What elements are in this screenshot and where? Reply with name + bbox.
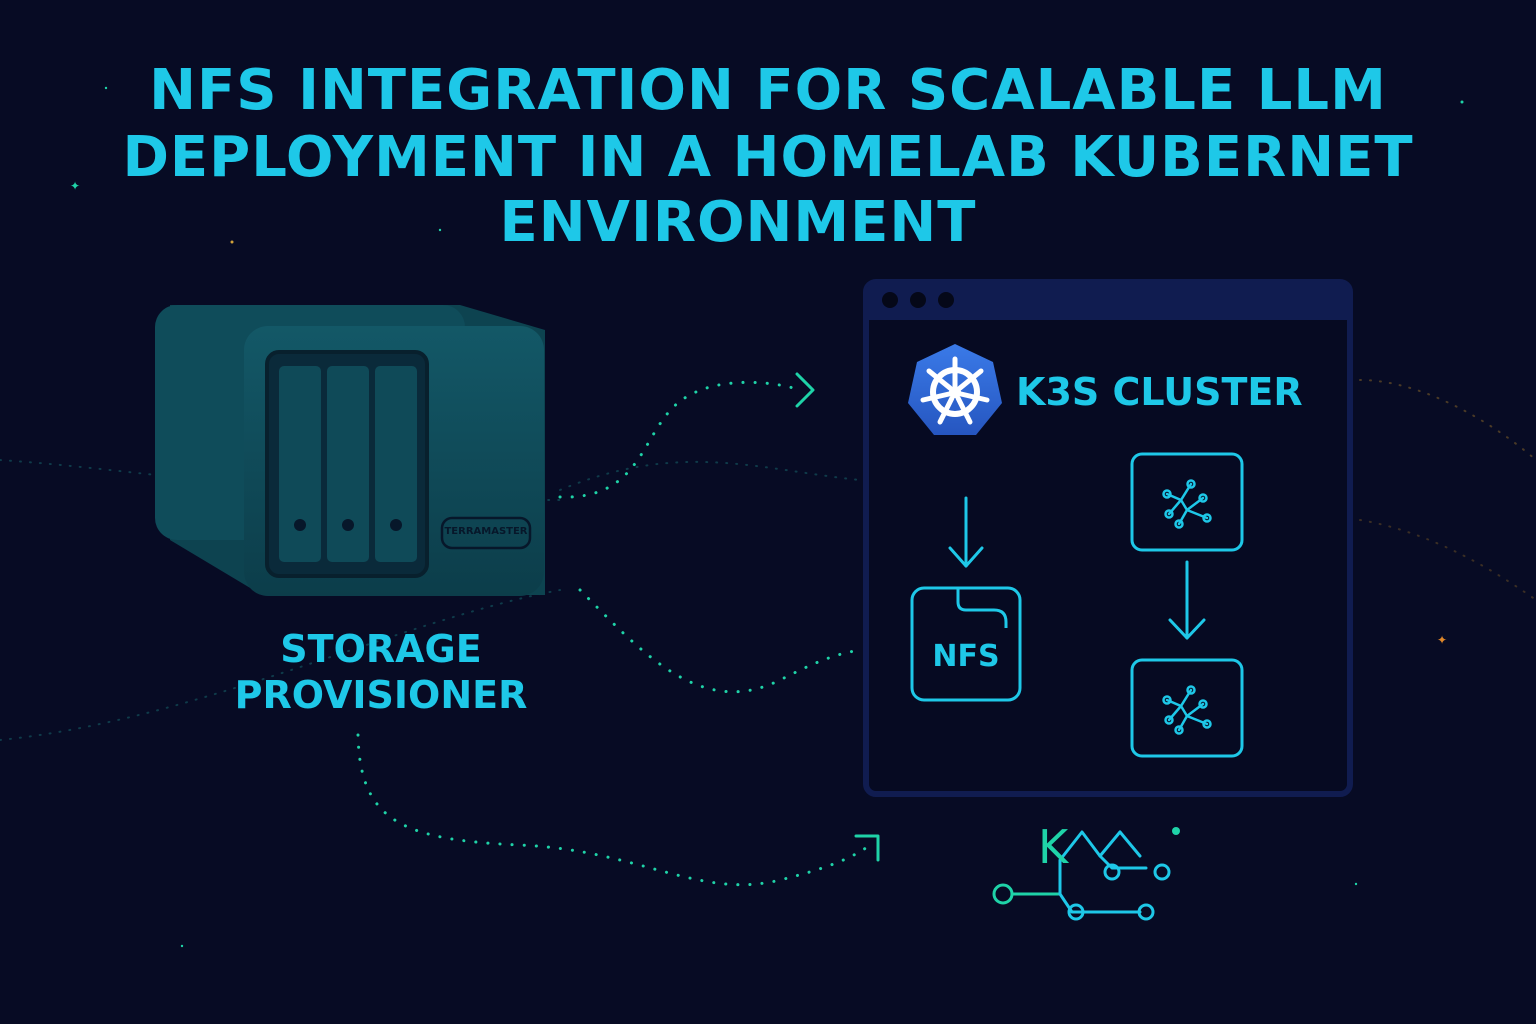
page-title-line-1: NFS INTEGRATION FOR SCALABLE LLM <box>149 58 1387 123</box>
nas-brand-label: TERRAMASTER <box>444 526 528 537</box>
window-dot <box>882 292 898 308</box>
nfs-folder-icon <box>910 586 1022 702</box>
window-dot <box>910 292 926 308</box>
svg-text:✦: ✦ <box>1437 633 1447 647</box>
connector-provisioner-to-logo <box>356 733 872 887</box>
nfs-label: NFS <box>932 639 1000 674</box>
neural-network-icon <box>1162 479 1212 529</box>
connector-nas-to-cluster-top <box>558 380 802 499</box>
cluster-title: K3S CLUSTER <box>1016 370 1303 414</box>
circuit-logo-icon <box>992 827 1180 921</box>
kubernetes-helm-icon <box>908 344 1002 435</box>
storage-label-line-2: PROVISIONER <box>234 673 528 717</box>
corner-arrow-icon <box>854 834 880 862</box>
model-node-top <box>1130 452 1244 552</box>
model-node-bottom <box>1130 658 1244 758</box>
storage-label-line-1: STORAGE <box>280 627 482 671</box>
page-title-line-3: ENVIRONMENT <box>499 190 977 255</box>
neural-network-icon <box>1162 685 1212 735</box>
footer-logo-letter: K <box>1038 820 1069 874</box>
background-stars: ✦ ✦ <box>70 86 1464 948</box>
chevron-right-icon <box>795 372 815 408</box>
page-title-line-2: DEPLOYMENT IN A HOMELAB KUBERNET <box>122 125 1414 190</box>
arrow-down-icon <box>1168 560 1206 640</box>
window-dot <box>938 292 954 308</box>
arrow-down-icon <box>948 496 984 568</box>
svg-text:✦: ✦ <box>70 179 80 193</box>
nas-device-icon <box>155 305 545 596</box>
connector-nas-to-cluster-mid <box>578 588 862 694</box>
